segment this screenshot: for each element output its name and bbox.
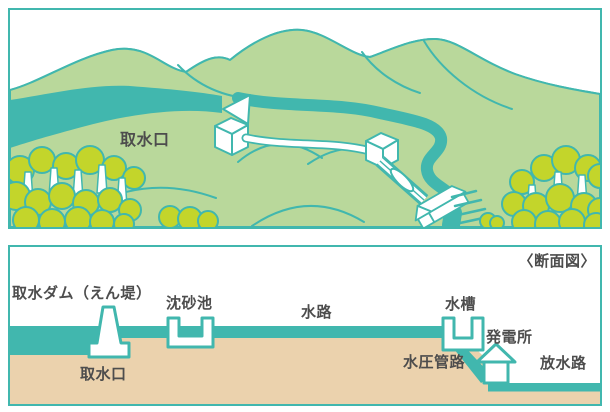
waterway-water	[94, 326, 443, 338]
power-station-building	[414, 185, 470, 227]
tailrace-flow-lines	[450, 189, 490, 225]
intake-dam-structure	[222, 94, 251, 125]
ground-cross-section	[10, 338, 600, 404]
intake-cube	[214, 117, 249, 156]
label-intake-top: 取水口	[120, 130, 170, 149]
label-head-tank: 水槽	[445, 295, 477, 313]
birdseye-view-panel	[8, 8, 602, 229]
reservoir-water	[10, 326, 98, 355]
penstock-pipe	[375, 156, 429, 205]
head-tank-cube	[365, 132, 399, 169]
intake-dam-cross-section	[87, 305, 131, 359]
label-intake-dam: 取水ダム（えん堤）	[12, 284, 152, 302]
label-intake-bottom: 取水口	[80, 365, 127, 383]
label-settling-basin: 沈砂池	[166, 294, 213, 312]
power-station-cross-section	[475, 342, 517, 385]
forest-left	[10, 145, 219, 227]
reservoir-lake	[10, 85, 222, 148]
mountains	[10, 28, 600, 227]
waterway-pipe	[241, 133, 375, 156]
label-waterway: 水路	[301, 303, 333, 321]
label-penstock: 水圧管路	[403, 353, 466, 371]
label-power-station: 発電所	[486, 328, 533, 346]
birdseye-illustration	[10, 28, 600, 227]
settling-basin-structure	[166, 316, 215, 349]
tailrace-water	[488, 383, 600, 392]
cross-section-panel	[8, 245, 602, 406]
cross-section-illustration	[10, 305, 600, 404]
forest-right	[479, 145, 600, 227]
head-tank-structure	[441, 316, 485, 352]
label-tailrace: 放水路	[540, 354, 587, 372]
label-cross-section-title: 〈断面図〉	[518, 252, 596, 270]
penstock-water	[450, 344, 492, 383]
